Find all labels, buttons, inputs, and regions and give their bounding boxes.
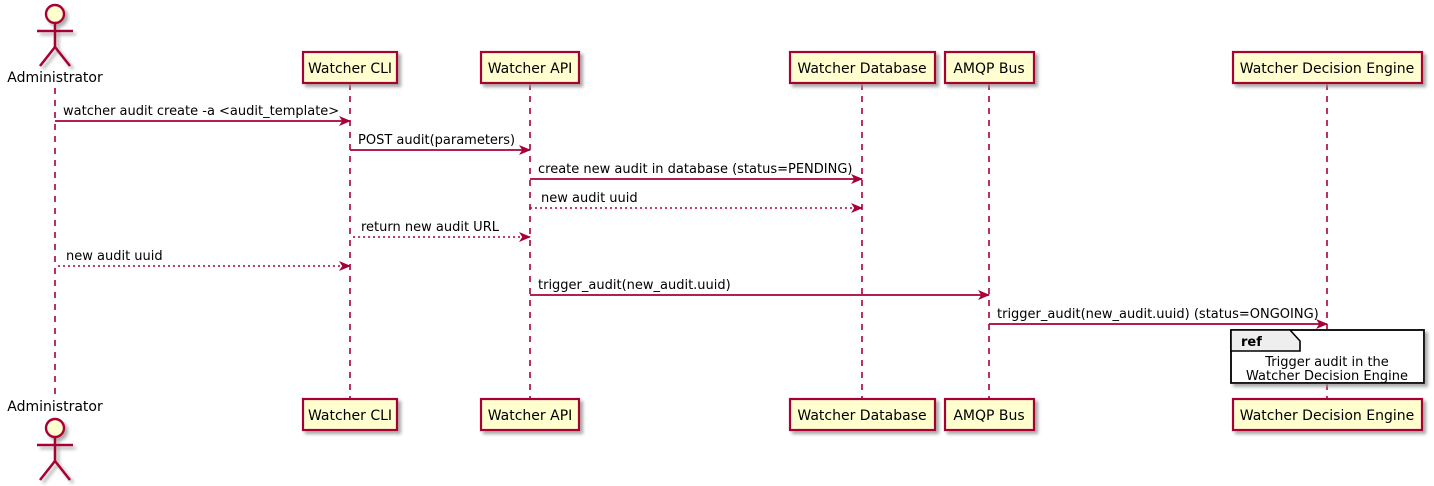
lifelines-group — [54, 84, 1328, 398]
participant-rect-watcher-api-bottom — [479, 397, 581, 432]
participant-label-watcher-decision-engine-bottom: Watcher Decision Engine — [1240, 408, 1414, 424]
message-trigger-audit[interactable]: trigger_audit(new_audit.uuid) — [530, 278, 990, 300]
message-return-new-audit-url[interactable]: return new audit URL — [350, 220, 531, 242]
message-label-8: trigger_audit(new_audit.uuid) (status=ON… — [997, 307, 1319, 322]
participant-box-watcher-cli-bottom[interactable]: Watcher CLI — [301, 397, 399, 432]
message-trigger-audit-ongoing[interactable]: trigger_audit(new_audit.uuid) (status=ON… — [989, 307, 1328, 329]
actor-administrator-top[interactable]: Administrator — [7, 3, 103, 86]
ref-fragment-tab — [1230, 329, 1301, 352]
participant-box-amqp-bus-top[interactable]: AMQP Bus — [943, 50, 1036, 85]
participant-box-watcher-database-bottom[interactable]: Watcher Database — [788, 397, 937, 432]
ref-fragment-trigger-audit[interactable]: ref Trigger audit in the Watcher Decisio… — [1230, 329, 1425, 384]
ref-fragment-keyword: ref — [1241, 335, 1262, 350]
ref-fragment-line-1: Trigger audit in the — [1264, 355, 1389, 370]
participant-label-amqp-bus-top: AMQP Bus — [953, 61, 1024, 77]
participant-label-watcher-database-bottom: Watcher Database — [797, 408, 926, 424]
participant-label-watcher-api-top: Watcher API — [488, 61, 573, 77]
participant-label-watcher-database-top: Watcher Database — [797, 61, 926, 77]
message-label-2: POST audit(parameters) — [358, 133, 515, 148]
participant-box-watcher-api-bottom[interactable]: Watcher API — [479, 397, 581, 432]
actor-label-administrator-top: Administrator — [7, 70, 103, 86]
participant-rect-watcher-decision-engine-bottom — [1231, 397, 1424, 432]
ref-fragment-line-2: Watcher Decision Engine — [1246, 369, 1408, 384]
participant-box-watcher-cli-top[interactable]: Watcher CLI — [301, 50, 399, 85]
message-label-3: create new audit in database (status=PEN… — [538, 162, 853, 177]
message-label-1: watcher audit create -a <audit_template> — [63, 104, 339, 119]
participant-label-amqp-bus-bottom: AMQP Bus — [953, 408, 1024, 424]
participant-rect-amqp-bus-top — [943, 50, 1036, 85]
message-new-audit-uuid-db[interactable]: new audit uuid — [530, 191, 863, 213]
participant-rect-watcher-database-bottom — [788, 397, 937, 432]
message-post-audit[interactable]: POST audit(parameters) — [350, 133, 531, 155]
participant-box-watcher-database-top[interactable]: Watcher Database — [788, 50, 937, 85]
participant-rect-watcher-api-top — [479, 50, 581, 85]
message-label-6: new audit uuid — [66, 249, 163, 264]
actor-administrator-bottom[interactable]: Administrator — [7, 399, 103, 481]
message-watcher-audit-create[interactable]: watcher audit create -a <audit_template> — [55, 104, 351, 126]
participant-box-watcher-decision-engine-bottom[interactable]: Watcher Decision Engine — [1231, 397, 1424, 432]
participant-label-watcher-api-bottom: Watcher API — [488, 408, 573, 424]
participant-box-watcher-api-top[interactable]: Watcher API — [479, 50, 581, 85]
actor-figure-top-icon — [37, 3, 73, 67]
participant-label-watcher-cli-top: Watcher CLI — [308, 61, 392, 77]
participant-rect-amqp-bus-bottom — [943, 397, 1036, 432]
message-label-5: return new audit URL — [361, 220, 500, 235]
participant-rect-watcher-cli-bottom — [301, 397, 399, 432]
participant-label-watcher-decision-engine-top: Watcher Decision Engine — [1240, 61, 1414, 77]
message-create-new-audit[interactable]: create new audit in database (status=PEN… — [530, 162, 863, 184]
participant-rect-watcher-database-top — [788, 50, 937, 85]
actor-figure-bottom-icon — [37, 417, 73, 481]
participant-box-watcher-decision-engine-top[interactable]: Watcher Decision Engine — [1231, 50, 1424, 85]
participant-box-amqp-bus-bottom[interactable]: AMQP Bus — [943, 397, 1036, 432]
participant-label-watcher-cli-bottom: Watcher CLI — [308, 408, 392, 424]
actor-label-administrator-bottom: Administrator — [7, 399, 103, 415]
message-label-7: trigger_audit(new_audit.uuid) — [538, 278, 731, 293]
participant-rect-watcher-decision-engine-top — [1231, 50, 1424, 85]
message-label-4: new audit uuid — [541, 191, 638, 206]
message-new-audit-uuid-cli[interactable]: new audit uuid — [55, 249, 351, 271]
participant-rect-watcher-cli-top — [301, 50, 399, 85]
